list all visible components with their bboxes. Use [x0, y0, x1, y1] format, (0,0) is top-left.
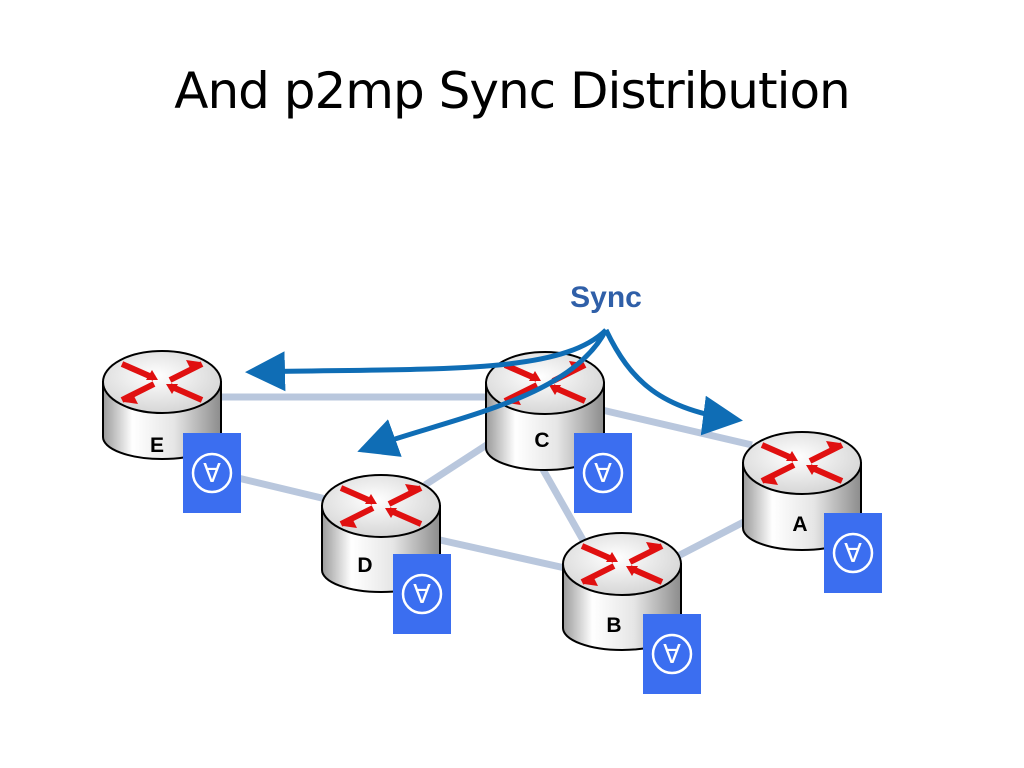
clock-box-C: ∀ — [574, 433, 632, 513]
link-D-B — [439, 536, 566, 572]
node-label-B: B — [606, 614, 621, 637]
node-label-E: E — [150, 434, 164, 457]
clock-box-B: ∀ — [643, 614, 701, 694]
sync-arrow-to-D — [357, 328, 609, 457]
node-label-D: D — [357, 554, 372, 577]
router-arrows-icon — [760, 441, 844, 485]
clock-symbol: ∀ — [594, 459, 612, 489]
clock-box-A: ∀ — [824, 513, 882, 593]
sync-label: Sync — [570, 281, 642, 314]
sync-arrow-to-A — [603, 328, 743, 436]
link-C-A — [601, 406, 753, 449]
link-E-D — [237, 474, 331, 504]
sync-arrow-to-E — [245, 328, 608, 392]
router-arrows-icon — [120, 360, 204, 404]
clock-symbol: ∀ — [413, 580, 431, 610]
sync-arrows — [245, 328, 743, 457]
clock-symbol: ∀ — [844, 539, 862, 569]
node-label-C: C — [534, 429, 549, 452]
slide-title: And p2mp Sync Distribution — [174, 62, 851, 120]
clock-symbol: ∀ — [203, 459, 221, 489]
router-arrows-icon — [580, 542, 664, 586]
router-arrows-icon — [339, 484, 423, 528]
clock-box-D: ∀ — [393, 554, 451, 634]
node-label-A: A — [792, 513, 807, 536]
clock-symbol: ∀ — [663, 640, 681, 670]
router-A: A — [742, 431, 862, 551]
clock-box-E: ∀ — [183, 433, 241, 513]
